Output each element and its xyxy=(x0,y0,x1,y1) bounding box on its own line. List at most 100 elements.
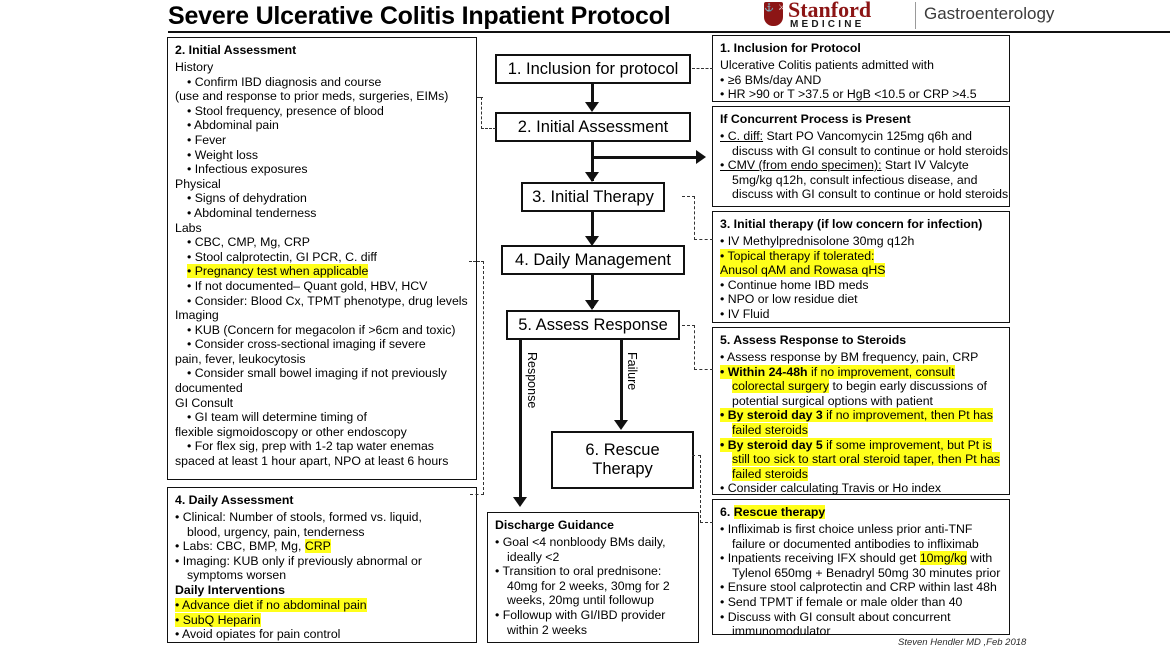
list-item: • If not documented– Quant gold, HBV, HC… xyxy=(175,279,469,294)
list-item-text: • Imaging: KUB only if previously abnorm… xyxy=(175,553,422,568)
connector-step2-to-assessment-vert xyxy=(481,97,482,129)
list-item: symptoms worsen xyxy=(175,568,469,583)
list-item-text: Ulcerative Colitis patients admitted wit… xyxy=(720,58,934,72)
list-item-text: Start IV Valcyte xyxy=(881,158,969,173)
panel-heading: Discharge Guidance xyxy=(495,518,614,532)
list-item-text: discuss with GI consult to continue or h… xyxy=(732,187,1009,202)
list-item: • Advance diet if no abdominal pain xyxy=(175,597,469,613)
list-item: • Consider cross-sectional imaging if se… xyxy=(175,337,469,352)
list-item-text: • KUB (Concern for megacolon if >6cm and… xyxy=(187,322,456,337)
list-item: • Weight loss xyxy=(175,148,469,163)
panel-rescue-therapy: 6. Rescue therapy • Infliximab is first … xyxy=(712,499,1010,638)
list-item: • IV Fluid xyxy=(720,307,1002,322)
list-item-text: • Consider calculating Travis or Ho inde… xyxy=(720,481,941,496)
panel-body: • Infliximab is first choice unless prio… xyxy=(720,522,1002,639)
list-item-text: Start PO Vancomycin 125mg q6h and xyxy=(763,129,972,143)
flow-edge-response-label: Response xyxy=(525,352,539,409)
list-item: • Confirm IBD diagnosis and course xyxy=(175,75,469,90)
list-item-text: • For flex sig, prep with 1-2 tap water … xyxy=(187,439,434,454)
flow-step-1-label: 1. Inclusion for protocol xyxy=(507,59,679,78)
list-item-text: • SubQ Heparin xyxy=(175,612,261,627)
panel-concurrent-process: If Concurrent Process is Present • C. di… xyxy=(712,106,1010,207)
list-item-text: • Confirm IBD diagnosis and course xyxy=(187,74,382,89)
list-item: • Assess response by BM frequency, pain,… xyxy=(720,350,1002,365)
flow-arrow-3-to-4-head xyxy=(585,236,599,246)
list-item-text: • IV Methylprednisolone 30mg q12h xyxy=(720,234,915,248)
footer-credit: Steven Hendler MD ,Feb 2018 xyxy=(898,637,1027,648)
list-item: ideally <2 xyxy=(495,550,691,565)
list-item: • SubQ Heparin xyxy=(175,612,469,628)
section-label: GI Consult xyxy=(175,395,234,410)
list-item-highlight: CRP xyxy=(304,539,331,554)
list-item: • Consider: Blood Cx, TPMT phenotype, dr… xyxy=(175,294,469,309)
list-item: spaced at least 1 hour apart, NPO at lea… xyxy=(175,454,469,469)
list-item: (use and response to prior meds, surgeri… xyxy=(175,89,469,104)
list-item-text: • Followup with GI/IBD provider xyxy=(495,607,666,622)
flow-step-5-assess-response[interactable]: 5. Assess Response xyxy=(506,310,680,340)
panel-heading: 5. Assess Response to Steroids xyxy=(720,333,907,347)
list-item: • ≥6 BMs/day AND xyxy=(720,73,1002,88)
flow-step-1-inclusion[interactable]: 1. Inclusion for protocol xyxy=(495,54,691,84)
list-item: • Pregnancy test when applicable xyxy=(175,264,469,279)
list-item: • Goal <4 nonbloody BMs daily, xyxy=(495,535,691,550)
flow-edge-failure-head xyxy=(614,420,628,430)
stanford-shield-icon: ⚓ ⚔ xyxy=(764,2,785,26)
list-item: • KUB (Concern for megacolon if >6cm and… xyxy=(175,323,469,338)
section-label: Labs xyxy=(175,220,202,235)
flow-step-3-initial-therapy[interactable]: 3. Initial Therapy xyxy=(521,182,665,212)
list-item: • Topical therapy if tolerated: xyxy=(720,248,1002,264)
list-item-text: • HR >90 or T >37.5 or HgB <10.5 or CRP … xyxy=(720,87,977,102)
flow-step-4-daily-management[interactable]: 4. Daily Management xyxy=(501,245,685,275)
flow-step-5-label: 5. Assess Response xyxy=(518,315,668,334)
connector-step3-to-therapy-vert xyxy=(694,196,695,240)
list-item-text: discuss with GI consult to continue or h… xyxy=(732,143,1009,158)
connector-step4-to-daily-top xyxy=(469,261,484,262)
flow-edge-failure-line xyxy=(620,340,623,426)
list-item-text: • IV Fluid xyxy=(720,306,770,321)
flow-arrow-3-to-4-line xyxy=(591,212,594,243)
list-item-emphasis: • By steroid day 3 xyxy=(720,408,823,423)
list-item: • CBC, CMP, Mg, CRP xyxy=(175,235,469,250)
list-item: Anusol qAM and Rowasa qHS xyxy=(720,263,1002,278)
list-item: • Continue home IBD meds xyxy=(720,278,1002,293)
list-item-text: flexible sigmoidoscopy or other endoscop… xyxy=(175,424,407,439)
list-item: documented xyxy=(175,381,469,396)
list-item-text: • Goal <4 nonbloody BMs daily, xyxy=(495,535,666,549)
list-item-text: • Consider cross-sectional imaging if se… xyxy=(187,337,426,352)
list-item: • By steroid day 5 if some improvement, … xyxy=(720,437,1002,453)
connector-step2-to-assessment-bottom xyxy=(481,128,496,129)
list-item-text: spaced at least 1 hour apart, NPO at lea… xyxy=(175,454,449,469)
panel-heading: 3. Initial therapy (if low concern for i… xyxy=(720,217,983,231)
list-item: • Within 24-48h if no improvement, consu… xyxy=(720,364,1002,380)
flow-branch-2-to-concurrent-head xyxy=(696,150,706,164)
list-item-text: • Stool calprotectin, GI PCR, C. diff xyxy=(187,249,377,264)
list-item-text: • Continue home IBD meds xyxy=(720,277,869,292)
panel-body: • Assess response by BM frequency, pain,… xyxy=(720,350,1002,496)
list-item: flexible sigmoidoscopy or other endoscop… xyxy=(175,425,469,440)
panel-assess-response-to-steroids: 5. Assess Response to Steroids • Assess … xyxy=(712,327,1010,495)
list-item: • Fever xyxy=(175,133,469,148)
flow-step-6-label-line2: Therapy xyxy=(592,460,653,478)
panel-heading: 2. Initial Assessment xyxy=(175,43,297,57)
list-item-text: • Consider: Blood Cx, TPMT phenotype, dr… xyxy=(187,293,468,308)
panel-heading: 1. Inclusion for Protocol xyxy=(720,41,861,55)
logo-divider xyxy=(915,2,916,29)
list-item-emphasis: • Within 24-48h xyxy=(720,364,808,379)
list-item: potential surgical options with patient xyxy=(720,394,1002,409)
list-item: • IV Methylprednisolone 30mg q12h xyxy=(720,234,1002,249)
connector-step6-to-rescue-vert xyxy=(700,455,701,523)
connector-step5-to-assess-vert xyxy=(694,325,695,370)
list-item-text: failure or documented antibodies to infl… xyxy=(732,536,979,551)
list-item-text: symptoms worsen xyxy=(187,568,287,583)
flow-step-2-initial-assessment[interactable]: 2. Initial Assessment xyxy=(495,112,691,142)
list-item-text: weeks, 20mg until followup xyxy=(507,593,654,608)
connector-step3-to-therapy-top xyxy=(682,196,695,197)
list-item-text: still too sick to start oral steroid tap… xyxy=(732,452,1000,467)
connector-step4-to-daily-bottom xyxy=(470,494,484,495)
list-item-text: blood, urgency, pain, tenderness xyxy=(187,524,365,539)
flow-arrow-4-to-5-head xyxy=(585,300,599,310)
panel-body: Ulcerative Colitis patients admitted wit… xyxy=(720,58,1002,102)
logo-department: Gastroenterology xyxy=(924,4,1055,23)
flow-arrow-1-to-2-head xyxy=(585,102,599,112)
flow-step-6-rescue-therapy[interactable]: 6. Rescue Therapy xyxy=(551,431,694,489)
